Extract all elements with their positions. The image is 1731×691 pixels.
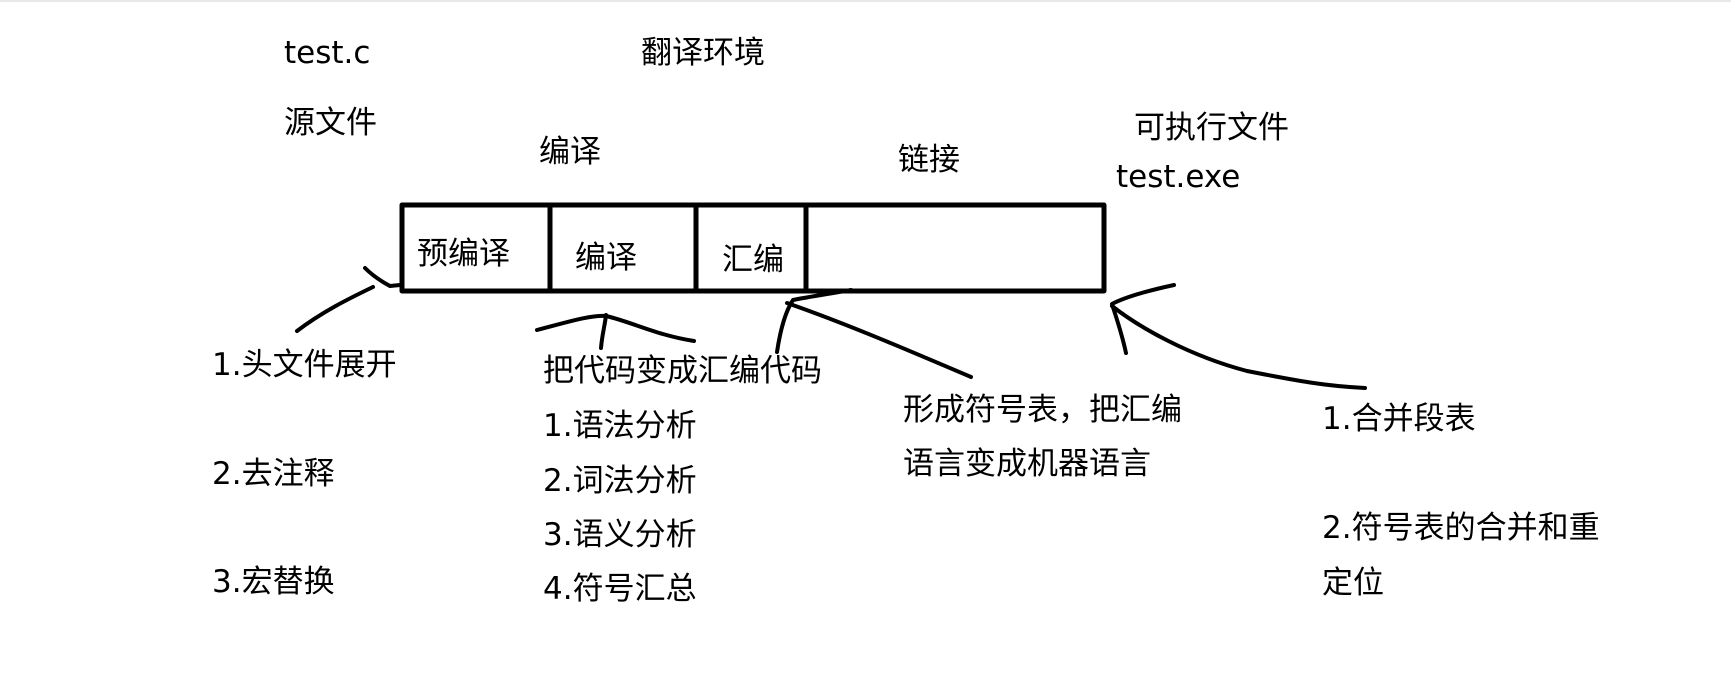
note-line: 1.合并段表 (1322, 401, 1476, 437)
note-line: 把代码变成汇编代码 (543, 353, 822, 389)
arrowhead-precompile (363, 266, 402, 288)
arrow-assemble-head (775, 288, 853, 354)
note-line: 1.头文件展开 (212, 347, 397, 383)
note-line: 形成符号表，把汇编 (903, 392, 1182, 428)
note-line: 1.语法分析 (543, 408, 697, 444)
link-phase-label: 链接 (898, 142, 960, 178)
segment-assemble: 汇编 (722, 242, 784, 278)
note-line: 2.词法分析 (543, 463, 697, 499)
arrowhead-link (1110, 283, 1176, 355)
note-line: 3.宏替换 (212, 564, 335, 600)
arrow-compile (535, 313, 696, 343)
pipeline-box (399, 202, 1107, 294)
arrow-precompile (295, 285, 375, 333)
arrowhead-compile (599, 313, 608, 350)
source-filename: test.c (284, 35, 371, 71)
top-border (0, 0, 1731, 2)
arrow-assemble (785, 301, 973, 379)
note-line: 2.符号表的合并和重 (1322, 510, 1600, 546)
translation-environment-title: 翻译环境 (641, 35, 765, 71)
note-line: 定位 (1322, 565, 1384, 601)
executable-filename: test.exe (1116, 159, 1241, 195)
source-file-label: 源文件 (284, 105, 377, 141)
note-line: 4.符号汇总 (543, 571, 697, 607)
segment-compile: 编译 (575, 240, 637, 276)
note-line: 语言变成机器语言 (903, 446, 1151, 482)
note-line: 3.语义分析 (543, 517, 697, 553)
arrow-link (1110, 304, 1367, 390)
compile-phase-label: 编译 (539, 134, 601, 170)
segment-precompile: 预编译 (417, 236, 510, 272)
note-line: 2.去注释 (212, 456, 335, 492)
executable-file-label: 可执行文件 (1134, 110, 1289, 146)
